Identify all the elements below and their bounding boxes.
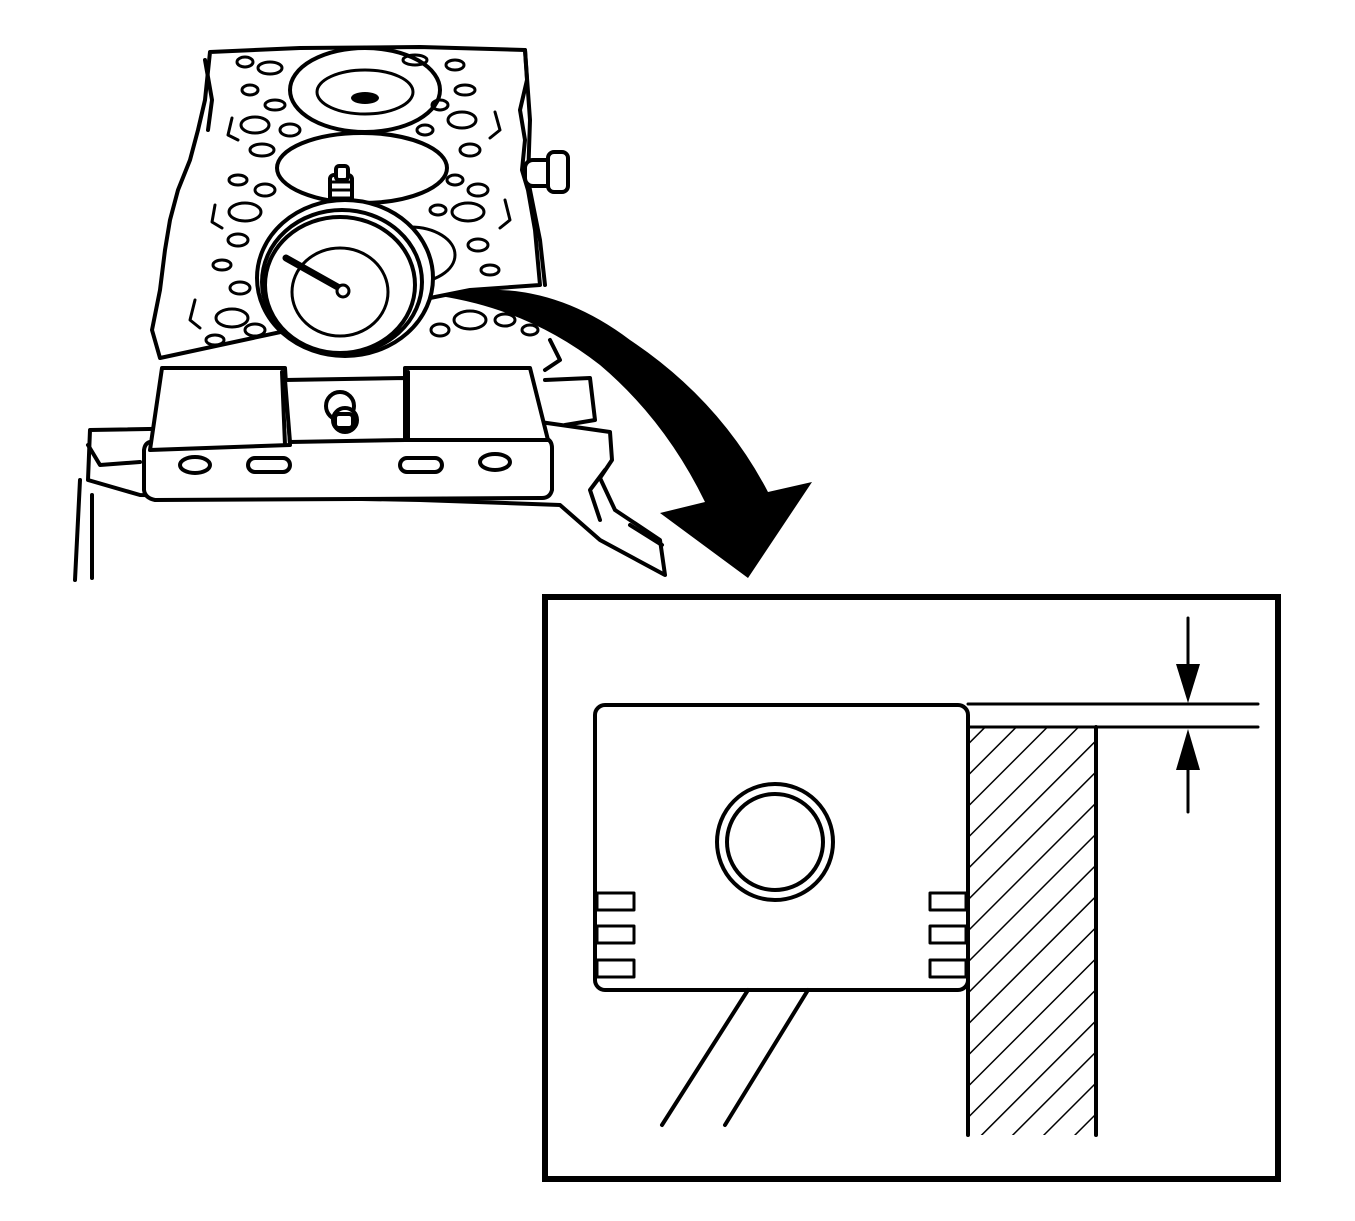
fixture-base-plate: [142, 436, 554, 502]
gauge-fixture: [142, 366, 554, 502]
callout-arrow-icon: [440, 289, 812, 578]
cylinder-wall-section: [968, 727, 1096, 1135]
fixture-right-block: [403, 366, 550, 442]
cylinder-bore-2: [275, 131, 449, 205]
connecting-rod: [660, 988, 750, 1127]
piston-pin: [715, 782, 835, 902]
gasket-holes: [188, 55, 302, 347]
dial-indicator-icon: [255, 164, 435, 358]
detail-inset: [542, 594, 1281, 1182]
ring-grooves-right: [928, 891, 968, 979]
fixture-left-block: [148, 366, 292, 452]
dial-needle: [282, 254, 347, 294]
ring-grooves-left: [595, 891, 636, 979]
dimension-arrow-icon: [1176, 616, 1200, 814]
cylinder-bore-1: [288, 46, 442, 134]
